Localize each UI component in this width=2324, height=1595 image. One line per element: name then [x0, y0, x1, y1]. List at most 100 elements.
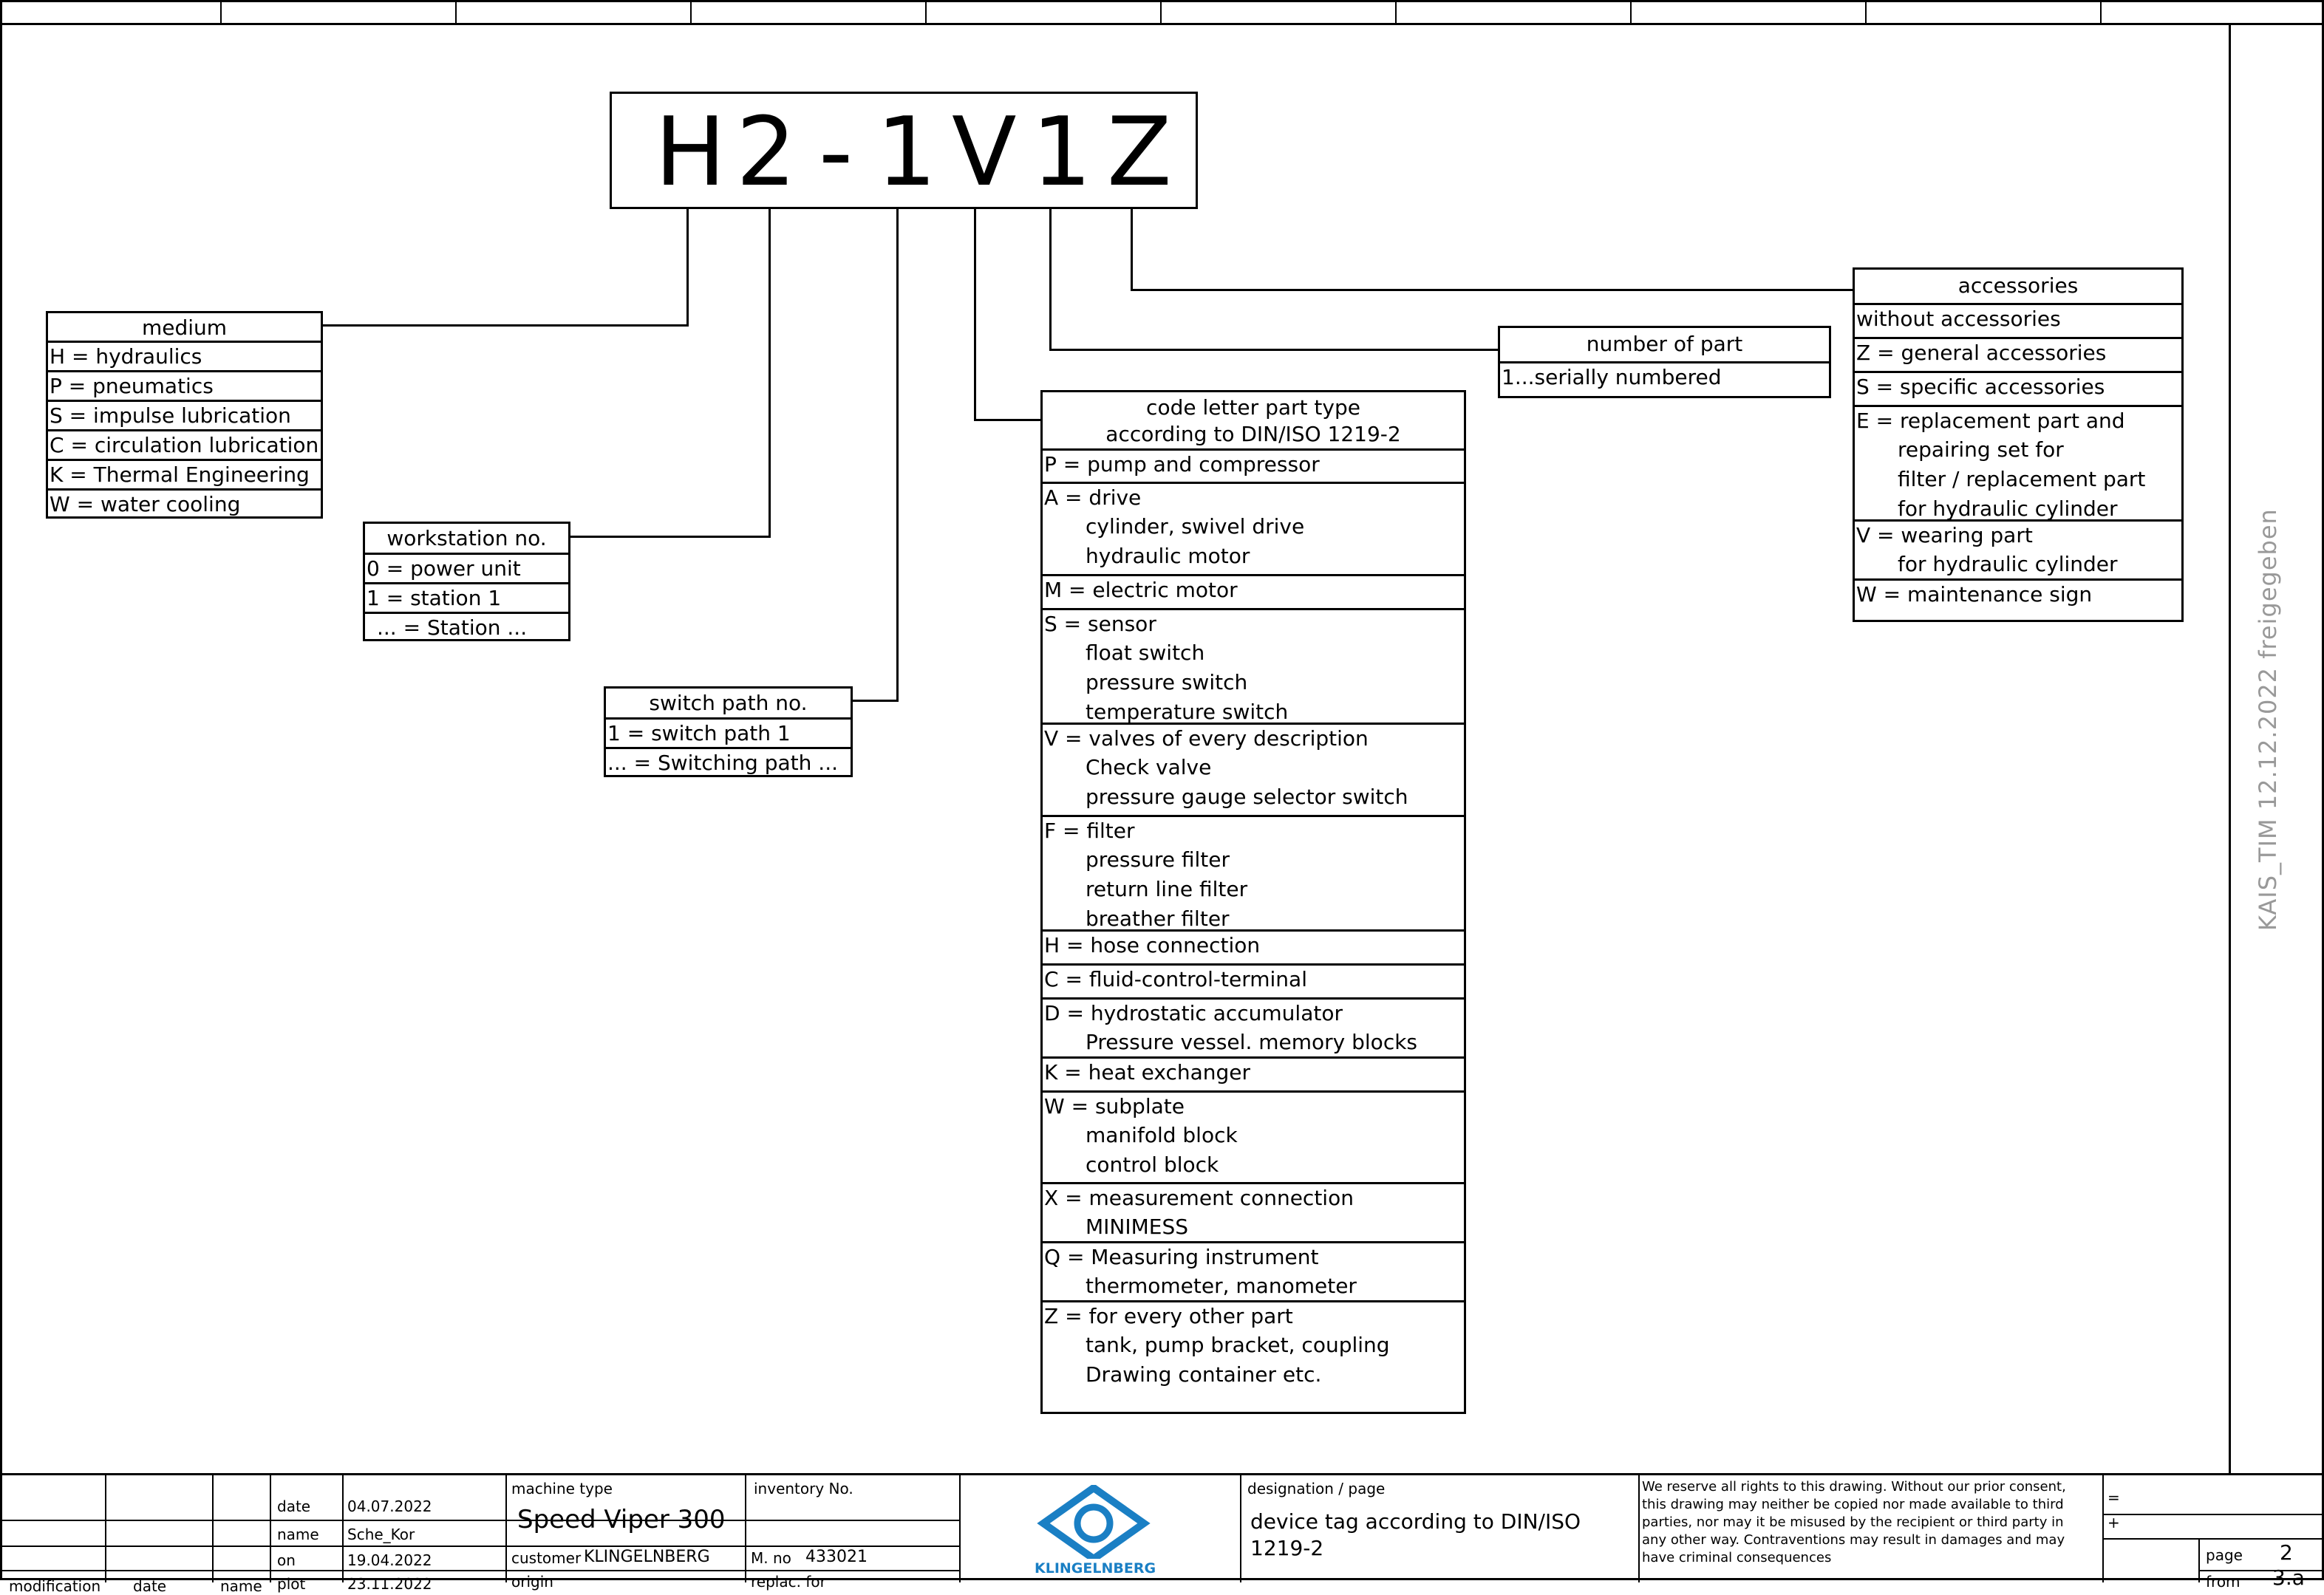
title-block: modification date name date 04.07.2022 n…: [0, 1473, 2324, 1595]
connector-parttype-v: [974, 209, 976, 421]
tb-value-plot: 23.11.2022: [347, 1575, 432, 1593]
connector-switch-h: [851, 700, 899, 702]
tb-label-customer: customer: [511, 1549, 582, 1567]
logo-text: KLINGELNBERG: [1035, 1560, 1156, 1577]
tb-label-mno: M. no: [751, 1549, 791, 1567]
grid-cell: [690, 0, 927, 25]
tb-col: [105, 1475, 106, 1582]
part-type-title-line1: code letter part type: [1146, 395, 1360, 420]
legend-entry-main: X = measurement connection: [1044, 1186, 1354, 1210]
legend-entry-detail: pressure gauge selector switch: [1086, 785, 1408, 809]
legend-entry-main: Q = Measuring instrument: [1044, 1245, 1319, 1269]
tb-value-date: 04.07.2022: [347, 1497, 432, 1515]
legend-entry-detail: MINIMESS: [1086, 1215, 1189, 1239]
legend-entry-main: A = drive: [1044, 485, 1142, 510]
part-type-title: code letter part type according to DIN/I…: [1043, 392, 1464, 451]
tb-label-date: date: [277, 1497, 311, 1515]
legend-entry-detail: repairing set for: [1898, 437, 2064, 462]
number-of-part-item: 1...serially numbered: [1502, 365, 1722, 389]
tb-col: [2102, 1475, 2104, 1582]
tb-col: [745, 1475, 746, 1582]
accessories-rows: without accessories Z = general accessori…: [1855, 305, 2181, 617]
legend-entry-main: S = sensor: [1044, 612, 1156, 636]
connector-workstation-v: [769, 209, 771, 538]
part-type-title-line2: according to DIN/ISO 1219-2: [1105, 422, 1401, 446]
tb-col: [959, 1475, 961, 1582]
connector-number-h: [1049, 349, 1500, 351]
legend-entry: S = specific accessories: [1855, 373, 2181, 407]
legend-entry-detail: hydraulic motor: [1086, 544, 1250, 568]
legend-entry: P = pump and compressor: [1043, 451, 1464, 484]
medium-item: W = water cooling: [50, 492, 241, 516]
grid-cell: [0, 0, 222, 25]
legend-entry: H = hose connection: [1043, 932, 1464, 966]
medium-item: P = pneumatics: [48, 372, 321, 402]
tb-value-mno: 433021: [805, 1548, 868, 1566]
rights-line: have criminal consequences: [1642, 1550, 1832, 1565]
device-tag: H 2 - 1 V 1 Z: [610, 92, 1198, 209]
switch-path-item: 1 = switch path 1: [606, 720, 851, 749]
tag-char-part-type: V: [952, 98, 1017, 208]
legend-entry-detail: control block: [1086, 1152, 1219, 1177]
legend-entry-main: V = wearing part: [1856, 523, 2033, 547]
tag-char-workstation: 2: [736, 98, 797, 208]
legend-entry-main: Z = for every other part: [1044, 1304, 1293, 1328]
legend-entry-main: V = valves of every description: [1044, 726, 1369, 751]
legend-entry: Q = Measuring instrument thermometer, man…: [1043, 1243, 1464, 1302]
legend-entry-main: P = pump and compressor: [1044, 452, 1320, 477]
tb-value-designation-2: 1219-2: [1250, 1536, 1324, 1560]
legend-entry: M = electric motor: [1043, 576, 1464, 610]
rights-line: any other way. Contraventions may result…: [1642, 1532, 2065, 1548]
tb-value-on: 19.04.2022: [347, 1551, 432, 1569]
tb-label-on: on: [277, 1551, 296, 1569]
workstation-title: workstation no.: [365, 524, 568, 555]
legend-entry-main: without accessories: [1856, 307, 2061, 331]
tb-value-name: Sche_Kor: [347, 1526, 415, 1543]
workstation-item: 0 = power unit: [365, 555, 568, 584]
legend-entry-main: S = specific accessories: [1856, 375, 2105, 399]
medium-item: K = Thermal Engineering: [48, 461, 321, 491]
tb-rule: [0, 1570, 961, 1571]
workstation-item: ... = Station ...: [377, 615, 528, 640]
tb-label-from: from: [2206, 1573, 2240, 1591]
grid-cell: [220, 0, 457, 25]
tb-col: [212, 1475, 214, 1582]
top-grid-bar: [0, 0, 2324, 25]
legend-entry-main: Z = general accessories: [1856, 341, 2107, 365]
rights-line: this drawing may neither be copied nor m…: [1642, 1497, 2064, 1512]
legend-entry-detail: thermometer, manometer: [1086, 1274, 1357, 1298]
legend-entry-detail: return line filter: [1086, 877, 1248, 901]
legend-entry-main: M = electric motor: [1044, 578, 1238, 602]
tb-value-customer: KLINGELNBERG: [584, 1548, 710, 1566]
tb-rule: [0, 1520, 961, 1521]
legend-entry-main: F = filter: [1044, 819, 1135, 843]
tb-rule: [0, 1546, 961, 1547]
grid-cell: [1160, 0, 1397, 25]
connector-workstation-h: [569, 536, 771, 538]
legend-entry-main: C = fluid-control-terminal: [1044, 967, 1307, 991]
connector-accessories-v: [1131, 209, 1133, 291]
logo-diamond-icon: [1037, 1483, 1151, 1564]
legend-entry-main: D = hydrostatic accumulator: [1044, 1001, 1343, 1025]
accessories-title: accessories: [1855, 270, 2181, 305]
rights-notice: We reserve all rights to this drawing. W…: [1642, 1478, 2100, 1567]
legend-entry-detail: tank, pump bracket, coupling: [1086, 1333, 1390, 1357]
legend-entry-detail: float switch: [1086, 641, 1205, 665]
connector-accessories-h: [1131, 289, 1855, 291]
legend-entry-detail: Pressure vessel. memory blocks: [1086, 1030, 1418, 1054]
legend-entry-main: K = heat exchanger: [1044, 1060, 1251, 1085]
tb-value-designation-1: device tag according to DIN/ISO: [1250, 1509, 1581, 1534]
tb-value-machine-type: Speed Viper 300: [517, 1505, 726, 1534]
connector-medium-v: [686, 209, 689, 326]
switch-path-legend: switch path no. 1 = switch path 1 ... = …: [604, 686, 853, 777]
tb-rule: [2198, 1570, 2324, 1571]
legend-entry-detail: for hydraulic cylinder: [1898, 496, 2118, 521]
grid-cell: [455, 0, 692, 25]
grid-cell: [2100, 0, 2324, 25]
tb-col: [1240, 1475, 1241, 1582]
legend-entry-detail: pressure filter: [1086, 847, 1230, 872]
